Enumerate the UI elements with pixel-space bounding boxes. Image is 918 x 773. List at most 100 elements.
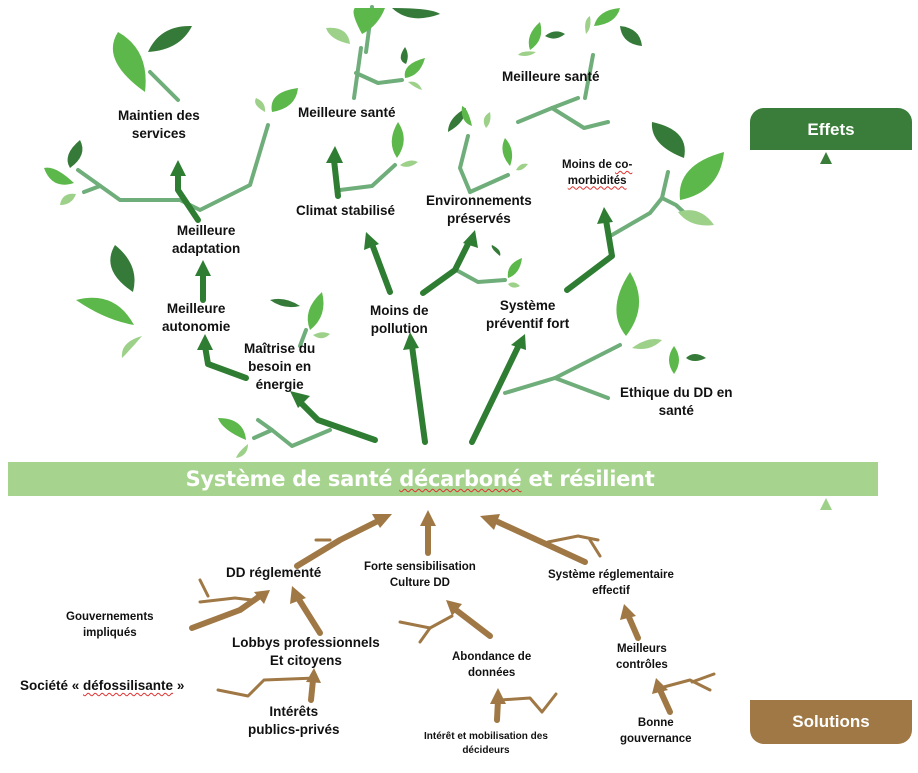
arrowhead [197, 334, 213, 350]
label-line: Bonne [637, 717, 674, 729]
leaf-icon [67, 140, 83, 168]
label-line: énergie [255, 377, 304, 393]
solution-label-decideurs: Intérêt et mobilisation des décideurs [424, 730, 548, 757]
leaf-icon [307, 292, 324, 330]
label-line: impliqués [82, 626, 137, 639]
solution-label-gouvernements: Gouvernements impliqués [66, 610, 154, 641]
leaf-icon [218, 418, 246, 440]
arrowhead [480, 514, 500, 530]
arrowhead [195, 260, 211, 276]
root-branches [198, 534, 716, 714]
label-line: préventif fort [486, 316, 570, 332]
leaf-icon [408, 81, 422, 90]
leaf-icon [669, 346, 679, 374]
solution-label-controles: Meilleurs contrôles [616, 642, 668, 673]
arrow-gouvernance-to-controles [657, 687, 673, 715]
label-line: Lobbys professionnels [232, 635, 380, 650]
leaf-icon [353, 8, 385, 34]
branch-env-2 [468, 173, 510, 194]
leaf-icon [400, 47, 408, 64]
leaf-icon [326, 27, 350, 44]
label-line: données [467, 666, 516, 679]
label-line: Gouvernements [66, 611, 154, 623]
leaf-icon [270, 298, 300, 308]
trunk-bar [8, 462, 878, 496]
leaf-icon [594, 8, 620, 26]
arrow-pollution-to-climat [369, 241, 393, 295]
branch-bottom-left-2 [252, 428, 274, 440]
label-line: Intérêt et mobilisation des [424, 731, 548, 742]
label-line: services [131, 126, 186, 142]
leaf-icon [679, 152, 724, 200]
leaf-icon [507, 258, 522, 278]
branch-ethique-2 [553, 376, 610, 400]
leaf-icon [400, 160, 418, 167]
solution-label-societe: Société « défossilisante » [20, 677, 184, 695]
effect-arrows [175, 157, 615, 445]
root-twig [658, 678, 712, 692]
label-line: effectif [592, 584, 630, 597]
root-twig [216, 676, 318, 698]
leaf-icon [76, 297, 134, 325]
leaf-icon [632, 339, 662, 349]
effect-label-pollution: Moins de pollution [370, 302, 429, 338]
root-twig [398, 614, 454, 630]
arrowhead [290, 391, 310, 408]
leaf-icon [686, 354, 706, 361]
leaf-icon [528, 22, 542, 50]
leaf-icon [461, 106, 472, 126]
root-twig [498, 692, 558, 714]
effect-label-maitrise: Maîtrise du besoin en énergie [244, 340, 315, 395]
leaves [44, 8, 724, 458]
arrowhead [597, 207, 613, 224]
leaf-icon [545, 31, 565, 39]
solution-label-gouvernance: Bonne gouvernance [620, 716, 692, 747]
leaf-icon [651, 122, 685, 158]
solution-label-interets: Intérêts publics-privés [248, 703, 340, 739]
effect-label-comorbidites: Moins de co- morbidités [562, 158, 632, 189]
branch-comorb-2 [660, 170, 670, 200]
arrowhead [490, 688, 506, 704]
leaf-icon [391, 122, 404, 158]
label-line: Moins de [370, 303, 429, 318]
label-line: Forte sensibilisation [364, 561, 476, 573]
label-line: besoin en [248, 359, 312, 375]
branch-comorb [610, 196, 692, 237]
leaf-icon [392, 8, 440, 19]
arrow-preventif-to-comorb [564, 217, 615, 293]
label-line: Maîtrise du [244, 341, 316, 356]
effect-label-maintien: Maintien des services [118, 107, 200, 143]
label-line: Maintien des [118, 108, 200, 123]
arrowhead [306, 668, 321, 683]
leaf-icon [44, 167, 74, 185]
arrow-to-preventif [469, 344, 521, 445]
label-line: Et citoyens [269, 653, 342, 669]
leaf-icon [271, 88, 298, 112]
leaf-icon [313, 332, 330, 339]
leaf-icon [404, 58, 425, 78]
label-line: Meilleure santé [502, 69, 600, 84]
arrow-pollution-to-env [420, 237, 473, 296]
label-line: adaptation [172, 241, 241, 257]
effect-arrowheads [170, 146, 613, 408]
arrowhead [364, 232, 379, 250]
arrowhead [463, 230, 478, 248]
arrow-interets-to-lobbys [308, 677, 316, 703]
leaf-icon [121, 336, 142, 358]
leaf-icon [516, 163, 528, 171]
leaf-icon [616, 272, 640, 336]
label-line: santé [658, 403, 694, 419]
solutions-footer: Solutions [750, 700, 912, 744]
label-line: Meilleure [166, 301, 226, 316]
label-line: publics-privés [248, 722, 340, 738]
solution-label-abondance: Abondance de données [452, 650, 531, 681]
branch-env-1 [458, 134, 472, 194]
effect-label-adaptation: Meilleure adaptation [172, 222, 240, 258]
label-line: Meilleure santé [298, 105, 396, 120]
label-line: morbidités [567, 174, 627, 187]
root-twig [690, 672, 716, 684]
label-line: gouvernance [620, 732, 692, 745]
root-twig [198, 578, 210, 598]
arrow-to-maitrise [297, 399, 378, 443]
leaf-icon [502, 138, 513, 166]
